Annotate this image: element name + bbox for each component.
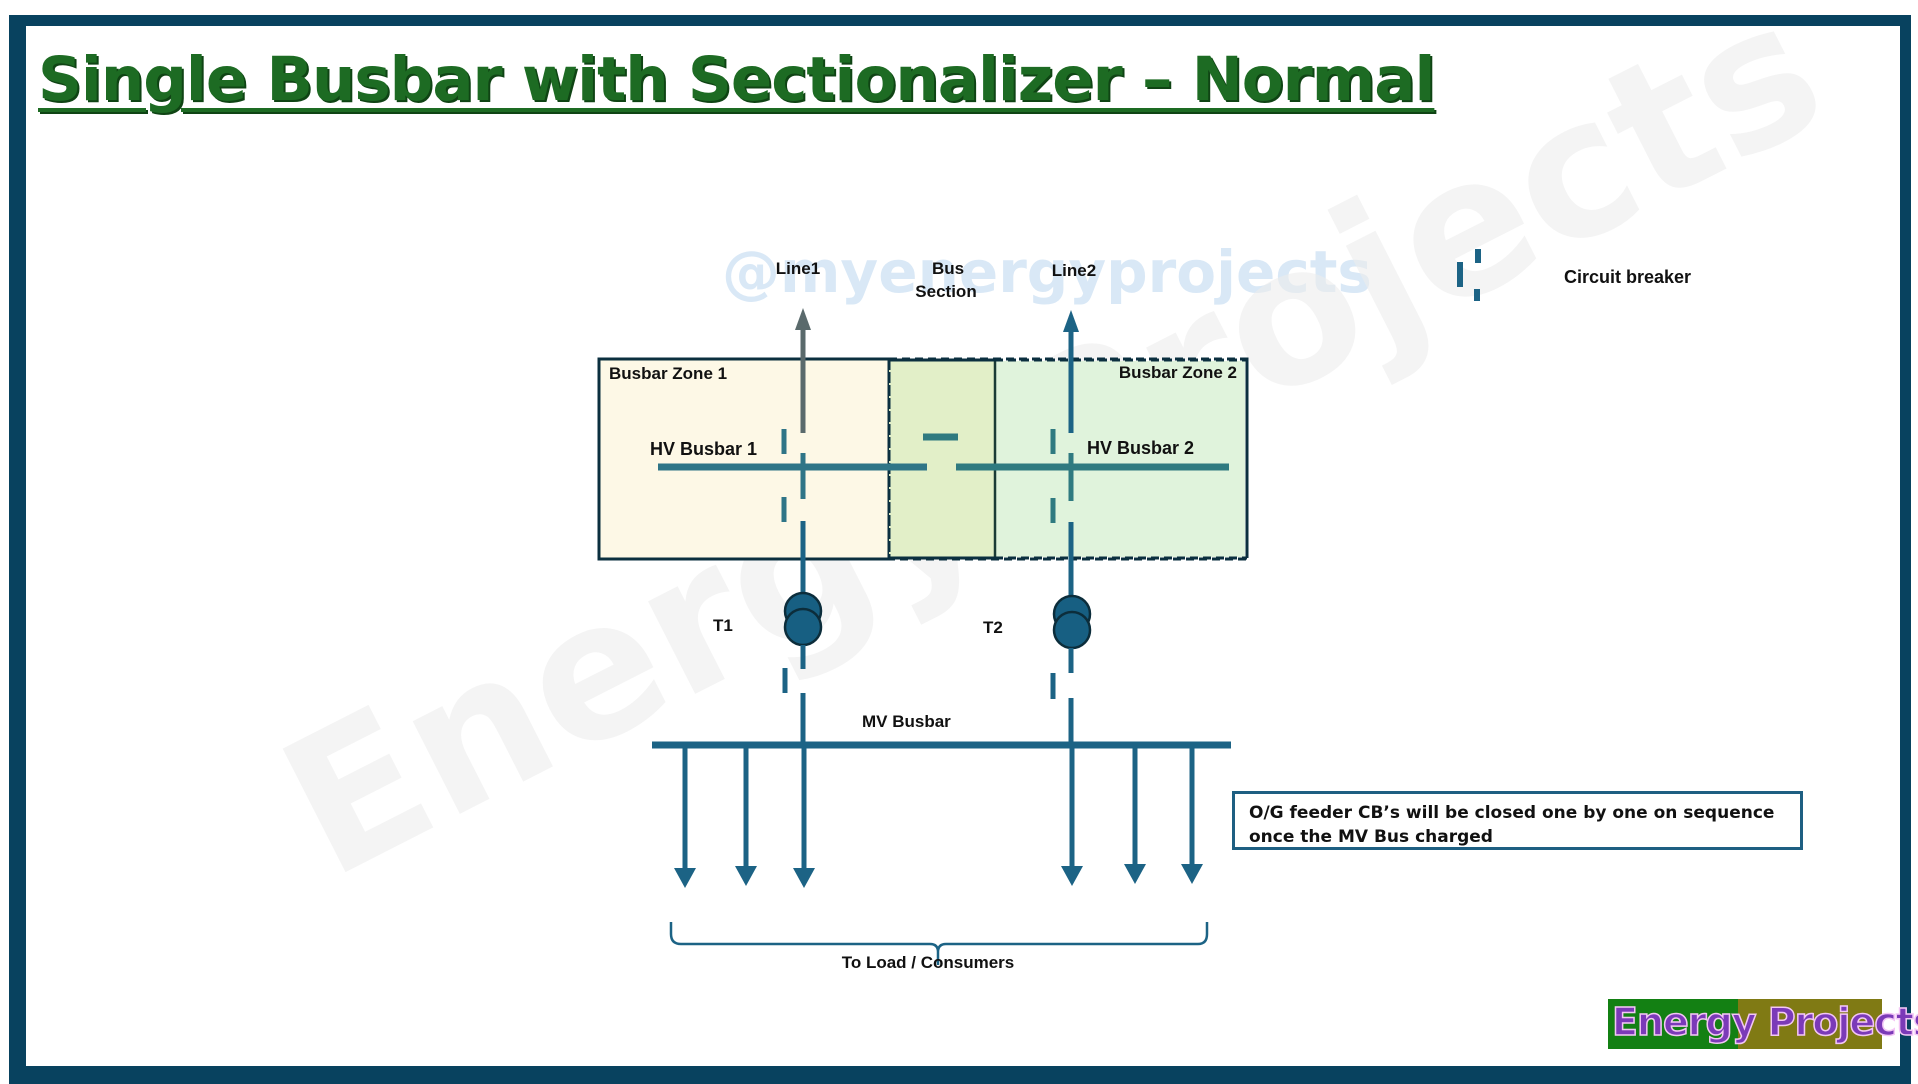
hv-busbar-2-label: HV Busbar 2 [1087,438,1194,458]
load-brace [669,922,1209,965]
feeder-4-arrow-icon [1061,866,1083,886]
line2-label: Line2 [1052,261,1096,280]
brand-logo-text: Energy Projects [1611,999,1918,1045]
mv-busbar-label: MV Busbar [862,712,951,731]
t1-label: T1 [713,616,733,635]
zone-2-fill [996,361,1245,557]
bus-section-overlap [889,359,995,559]
line1-label: Line1 [776,259,820,278]
feeder-6-arrow-icon [1181,864,1203,884]
zone-1-label: Busbar Zone 1 [609,364,727,383]
watermark-handle: @myenergyprojects [722,238,1372,306]
to-load-label: To Load / Consumers [842,953,1015,972]
page-title: Single Busbar with Sectionalizer – Norma… [38,44,1435,115]
brand-logo [1608,999,1882,1049]
line1-arrow-icon [795,308,811,330]
note-line-2: once the MV Bus charged [1249,827,1493,847]
feeders [674,748,1203,888]
logo-olive-block [1738,999,1882,1049]
t1-secondary-winding-icon [783,607,823,647]
t2-secondary-winding-icon [1052,610,1092,650]
logo-word-1: Energy [1611,999,1757,1045]
note-line-1: O/G feeder CB’s will be closed one by on… [1249,803,1775,823]
circuit-breaker-icon [1457,249,1481,301]
line2-arrow-icon [1063,310,1079,332]
feeder-1-arrow-icon [674,868,696,888]
legend-circuit-breaker-label: Circuit breaker [1564,267,1691,287]
zone-2-label: Busbar Zone 2 [1119,363,1237,382]
logo-green-block [1608,999,1738,1049]
t2-label: T2 [983,618,1003,637]
bus-section-label-line2: Section [915,282,976,301]
feeder-5-arrow-icon [1124,864,1146,884]
bus-section-label-line1: Bus [932,259,964,278]
feeder-2-arrow-icon [735,866,757,886]
feeder-3-arrow-icon [793,868,815,888]
busbar-zone-1 [597,357,891,561]
feeder-sequence-note: O/G feeder CB’s will be closed one by on… [1232,791,1803,850]
hv-busbar-1-label: HV Busbar 1 [650,439,757,459]
logo-word-2: Projects [1767,999,1918,1045]
